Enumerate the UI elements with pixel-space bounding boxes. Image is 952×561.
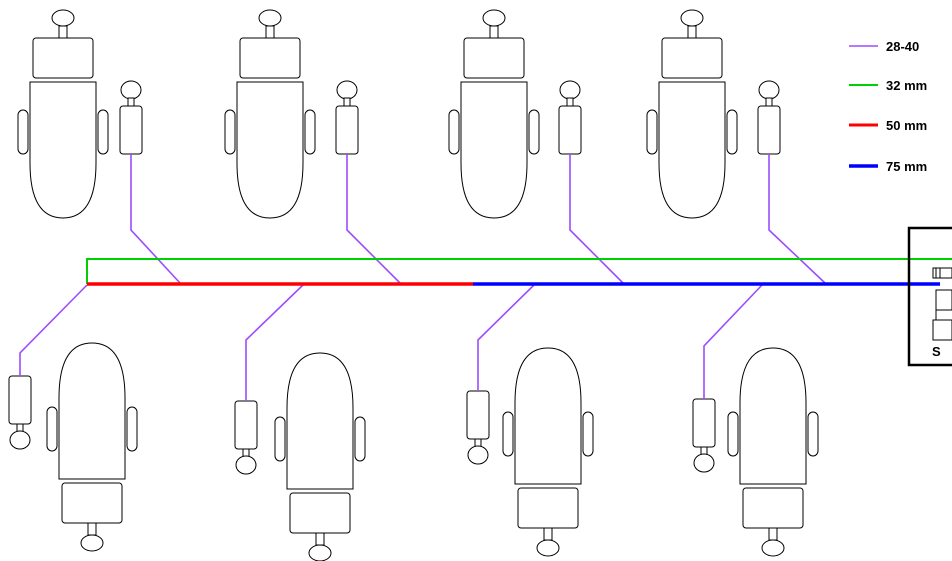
unit-bottom-4 xyxy=(692,398,716,473)
branch-bottom-2 xyxy=(245,284,304,401)
branch-top-4 xyxy=(768,154,826,284)
legend-item-50mm: 50 mm xyxy=(849,118,927,133)
legend-label: 28-40 xyxy=(886,39,919,54)
legend: 28-40 32 mm 50 mm 75 mm xyxy=(849,39,927,174)
unit-bottom-2 xyxy=(234,400,258,475)
equipment-room: S xyxy=(907,226,952,367)
chair-bottom-1 xyxy=(46,342,138,552)
legend-label: 32 mm xyxy=(886,78,927,93)
pipe-32mm xyxy=(86,258,952,284)
branch-top-1 xyxy=(130,154,181,284)
unit-bottom-3 xyxy=(466,390,490,465)
branch-bottom-1 xyxy=(19,284,88,376)
chair-top-1 xyxy=(17,9,109,219)
legend-item-28-40: 28-40 xyxy=(849,39,919,54)
branch-top-3 xyxy=(569,154,624,284)
equipment-room-label: S xyxy=(932,344,941,359)
branch-bottom-4 xyxy=(703,284,763,399)
unit-top-4 xyxy=(757,80,781,155)
compressor-icon xyxy=(932,267,952,341)
chair-bottom-2 xyxy=(274,352,366,561)
branch-bottom-3 xyxy=(477,284,535,391)
chair-bottom-3 xyxy=(502,347,594,557)
legend-item-32mm: 32 mm xyxy=(849,78,927,93)
branch-top-2 xyxy=(346,154,401,284)
chair-top-2 xyxy=(224,9,316,219)
chair-bottom-4 xyxy=(727,347,819,557)
chair-top-4 xyxy=(646,9,738,219)
chair-top-3 xyxy=(448,9,540,219)
unit-top-2 xyxy=(335,80,359,155)
legend-item-75mm: 75 mm xyxy=(849,159,927,174)
unit-top-1 xyxy=(119,80,143,155)
legend-label: 50 mm xyxy=(886,118,927,133)
unit-bottom-1 xyxy=(8,375,32,450)
unit-top-3 xyxy=(558,80,582,155)
legend-label: 75 mm xyxy=(886,159,927,174)
